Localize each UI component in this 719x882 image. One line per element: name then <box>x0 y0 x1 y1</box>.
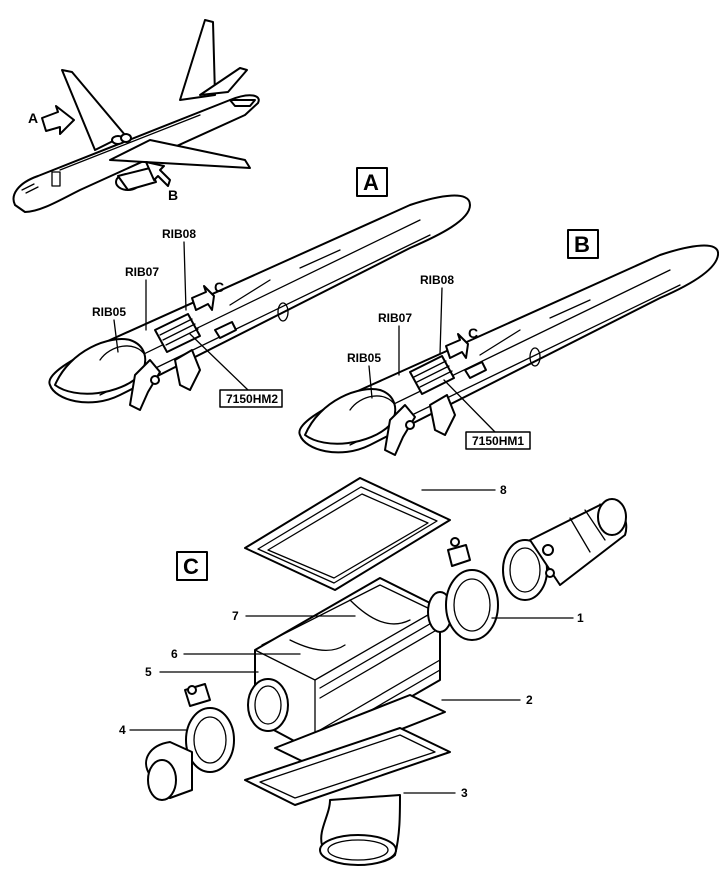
callout-5: 5 <box>145 665 152 679</box>
callout-3: 3 <box>461 786 468 800</box>
rib07-label-a: RIB07 <box>125 265 159 279</box>
detail-a: A RIB05 RIB07 RIB08 C 7150HM2 <box>48 167 471 411</box>
detail-c-title-box <box>176 551 208 581</box>
part-ref-b-box <box>465 431 531 450</box>
callout-7: 7 <box>232 609 239 623</box>
arrow-c-b-icon <box>445 333 469 359</box>
arrow-b-label: B <box>168 187 178 203</box>
detail-a-title: A <box>363 170 379 195</box>
callout-6: 6 <box>171 647 178 661</box>
part-ref-a-box <box>219 389 283 408</box>
rib07-label-b: RIB07 <box>378 311 412 325</box>
detail-b-title-box <box>567 229 599 259</box>
rib05-label-a: RIB05 <box>92 305 126 319</box>
arrow-c-b-label: C <box>468 325 478 341</box>
rib05-label-b: RIB05 <box>347 351 381 365</box>
callout-2: 2 <box>526 693 533 707</box>
callout-4: 4 <box>119 723 126 737</box>
detail-b: B RIB05 RIB07 RIB08 C 7150HM1 <box>298 229 719 456</box>
part-3-duct <box>244 727 451 806</box>
detail-c: C <box>119 477 628 866</box>
part-ref-b: 7150HM1 <box>472 434 524 448</box>
detail-c-title: C <box>183 554 199 579</box>
rib08-label-a: RIB08 <box>162 227 196 241</box>
callout-8: 8 <box>500 483 507 497</box>
arrow-a-icon <box>41 105 75 135</box>
detail-a-title-box <box>356 167 388 197</box>
aircraft-overview: A B <box>12 19 260 213</box>
arrow-a-label: A <box>28 110 38 126</box>
detail-b-title: B <box>574 232 590 257</box>
arrow-b-icon <box>145 161 171 187</box>
arrow-c-a-icon <box>191 285 215 311</box>
callout-1: 1 <box>577 611 584 625</box>
part-2-gasket <box>274 694 446 766</box>
arrow-c-a-label: C <box>214 279 224 295</box>
part-ref-a: 7150HM2 <box>226 392 278 406</box>
rib08-label-b: RIB08 <box>420 273 454 287</box>
